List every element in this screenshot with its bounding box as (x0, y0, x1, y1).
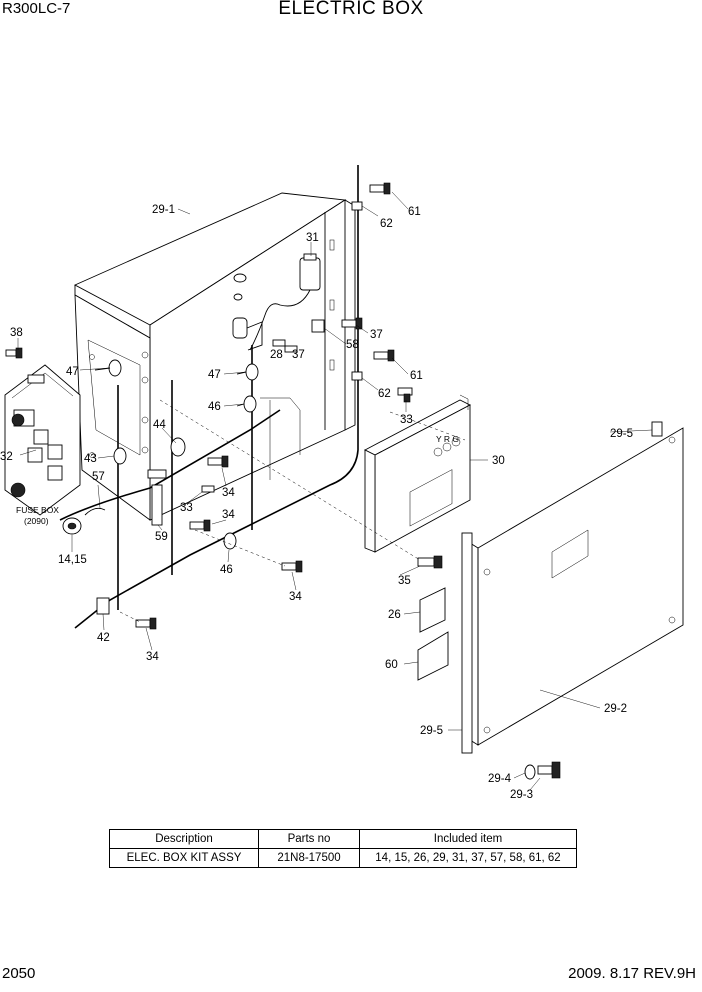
callout-46-low: 46 (220, 564, 233, 576)
screw-34-c (281, 560, 303, 573)
callout-26: 26 (388, 609, 401, 621)
cable-57 (84, 507, 106, 516)
callout-35: 35 (398, 575, 411, 587)
cell-description: ELEC. BOX KIT ASSY (109, 848, 259, 868)
screw-37-mid (284, 345, 298, 353)
clamp-42 (96, 597, 110, 615)
electric-box-housing (73, 192, 356, 521)
fuse-box (4, 364, 81, 516)
header-included-item: Included item (359, 829, 577, 849)
screw-38 (5, 347, 23, 359)
callout-fuse-box-no: (2090) (24, 516, 49, 526)
callout-34-d: 34 (146, 651, 159, 663)
lamp-letters: Y R G (436, 434, 459, 444)
callout-34-a: 34 (222, 487, 235, 499)
callout-29-5-top: 29-5 (610, 428, 633, 440)
relay-31 (249, 253, 321, 351)
screw-37-top (341, 317, 363, 330)
callout-43: 43 (84, 453, 97, 465)
callout-44: 44 (153, 419, 166, 431)
clamp-44 (170, 437, 186, 457)
harness-branch-fuse (59, 409, 281, 521)
screw-61-mid (373, 349, 395, 362)
parts-table: Description Parts no Included item ELEC.… (109, 829, 577, 868)
callout-34-b: 34 (222, 509, 235, 521)
callout-34-c: 34 (289, 591, 302, 603)
page-title: ELECTRIC BOX (278, 0, 424, 19)
screw-34-d (135, 617, 157, 630)
label-60 (417, 631, 449, 681)
callout-62-mid: 62 (378, 388, 391, 400)
clip-62-mid (351, 371, 363, 381)
connector-58 (311, 319, 325, 333)
screw-34-b (189, 519, 211, 532)
clamp-46-low (223, 532, 237, 550)
callout-33-low: 33 (180, 502, 193, 514)
reference-lines (119, 399, 466, 623)
callout-14-15: 14,15 (58, 554, 87, 566)
bracket-clip (232, 317, 263, 351)
callout-59: 59 (155, 531, 168, 543)
callout-29-1: 29-1 (152, 204, 175, 216)
parts-table-header: Description Parts no Included item (109, 829, 577, 849)
callout-29-2: 29-2 (604, 703, 627, 715)
date-revision: 2009. 8.17 REV.9H (568, 965, 696, 982)
callout-42: 42 (97, 632, 110, 644)
table-row: ELEC. BOX KIT ASSY 21N8-17500 14, 15, 26… (109, 848, 577, 868)
callout-38: 38 (10, 327, 23, 339)
cell-parts-no: 21N8-17500 (258, 848, 360, 868)
header-description: Description (109, 829, 259, 849)
cover-plate-29-2 (461, 421, 684, 754)
callout-31: 31 (306, 232, 319, 244)
model-code: R300LC-7 (2, 0, 71, 17)
callout-58: 58 (346, 339, 359, 351)
callout-37-top: 37 (370, 329, 383, 341)
callout-62-top: 62 (380, 218, 393, 230)
screw-61-top (369, 182, 391, 195)
bolt-29-3 (537, 761, 561, 779)
callout-61-mid: 61 (410, 370, 423, 382)
screw-34-a (207, 455, 229, 468)
screw-28 (272, 339, 286, 347)
callout-32: 32 (0, 451, 13, 463)
controller-box-30 (364, 394, 471, 553)
callout-28: 28 (270, 349, 283, 361)
screw-33-low (201, 485, 215, 493)
callout-30: 30 (492, 455, 505, 467)
bracket-59 (147, 469, 167, 526)
header-parts-no: Parts no (258, 829, 360, 849)
leader-lines (17, 191, 653, 791)
callout-57: 57 (92, 471, 105, 483)
callout-29-3: 29-3 (510, 789, 533, 801)
plug-14-15 (62, 517, 82, 535)
clamp-43 (113, 447, 127, 465)
callout-61-top: 61 (408, 206, 421, 218)
clip-62-top (351, 201, 363, 211)
callout-29-5-low: 29-5 (420, 725, 443, 737)
callout-29-4: 29-4 (488, 773, 512, 785)
callout-33-mid: 33 (400, 414, 413, 426)
callout-60: 60 (385, 659, 398, 671)
screw-33-mid (397, 387, 413, 403)
cell-included-item: 14, 15, 26, 29, 31, 37, 57, 58, 61, 62 (359, 848, 577, 868)
callout-47-mid: 47 (208, 369, 221, 381)
callout-47-left: 47 (66, 366, 79, 378)
callout-46-mid: 46 (208, 401, 221, 413)
washer-29-4 (524, 764, 536, 780)
label-26 (419, 587, 446, 633)
callout-fuse-box: FUSE BOX (16, 505, 59, 515)
screw-35 (417, 555, 443, 569)
page-number: 2050 (2, 965, 36, 982)
callout-37-mid: 37 (292, 349, 305, 361)
callout-labels: 29-1 31 62 61 38 47 47 37 58 28 37 61 62… (0, 204, 633, 801)
